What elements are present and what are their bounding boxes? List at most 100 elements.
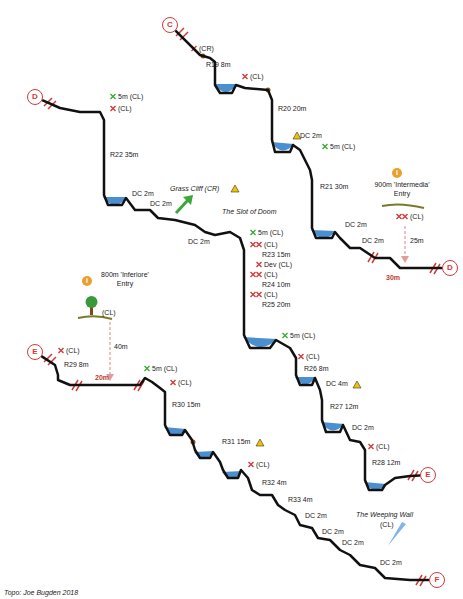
route-note: (CL) [410, 212, 424, 221]
route-note: (CL) [264, 270, 278, 279]
anchor-cross [251, 292, 256, 297]
natural-anchor [111, 94, 116, 99]
route-note: R21 30m [320, 182, 348, 191]
route-note: 900m 'Intermedia' Entry [370, 180, 434, 198]
route-note: Dev (CL) [264, 260, 292, 269]
route-note: DC 2m [132, 189, 154, 198]
route-note: R26 8m [304, 364, 329, 373]
anchor-cross [111, 106, 116, 111]
route-note: (CL) [306, 352, 320, 361]
route-note: The Weeping Wall [356, 510, 413, 519]
route-note: 5m (CL) [258, 228, 283, 237]
route-note: (CL) [376, 442, 390, 451]
route-note: 5m (CL) [290, 331, 315, 340]
natural-anchor [323, 144, 328, 149]
anchor-cross [257, 292, 262, 297]
route-note: (CL) [250, 72, 264, 81]
anchor-cross [59, 348, 64, 353]
route-note: 40m [114, 342, 128, 351]
route-note: Grass Cliff (CR) [170, 184, 219, 193]
route-note: 800m 'Inferiore' Entry [93, 270, 157, 288]
route-note: R23 15m [262, 250, 290, 259]
route-note: DC 4m [326, 379, 348, 388]
anchor-cross [171, 380, 176, 385]
anchor-cross [397, 214, 402, 219]
access-arrow-head [106, 256, 409, 381]
route-note: R29 8m [64, 360, 89, 369]
route-note: R20 20m [278, 104, 306, 113]
route-note: DC 2m [380, 558, 402, 567]
marker-letter: D [32, 93, 38, 101]
route-note: R31 15m [222, 437, 250, 446]
natural-anchor [251, 230, 256, 235]
route-note: DC 2m [305, 511, 327, 520]
anchor-cross [257, 272, 262, 277]
route-note: 20m [95, 373, 109, 382]
route-note: DC 2m [352, 423, 374, 432]
natural-anchor [145, 366, 150, 371]
anchor-cross [249, 462, 254, 467]
anchor-cross [369, 444, 374, 449]
route-note: (CL) [264, 290, 278, 299]
route-note: 25m [410, 236, 424, 245]
route-note: R28 12m [372, 458, 400, 467]
route-note: DC 2m [345, 220, 367, 229]
route-note: R33 4m [288, 495, 313, 504]
route-note: DC 2m [322, 527, 344, 536]
route-marker: E [27, 344, 43, 360]
red-hash [44, 28, 440, 586]
anchor-cross [243, 74, 248, 79]
marker-letter: D [447, 264, 453, 272]
anchor-cross [403, 214, 408, 219]
route-note: 5m (CL) [152, 364, 177, 373]
tree-icon [86, 296, 98, 315]
entry-ground [382, 204, 424, 208]
info-icon: i [392, 168, 402, 178]
info-icon: i [82, 276, 92, 286]
anchor-cross [251, 242, 256, 247]
anchor-dot [191, 54, 271, 445]
anchor-cross [299, 354, 304, 359]
route-marker: D [27, 89, 43, 105]
route-line [176, 31, 441, 268]
route-marker: E [420, 467, 436, 483]
anchor-cross [257, 262, 262, 267]
route-note: Topo: Joe Bugden 2018 [4, 588, 78, 597]
route-note: R24 10m [262, 280, 290, 289]
entry-ground [78, 316, 112, 319]
route-note: (CL) [380, 520, 394, 529]
route-note: R25 20m [262, 300, 290, 309]
marker-letter: C [167, 21, 173, 29]
anchor-cross [251, 272, 256, 277]
route-note: 5m (CL) [330, 142, 355, 151]
route-note: DC 2m [362, 236, 384, 245]
grass-cliff-arrow [176, 195, 193, 213]
warning-sign [231, 132, 361, 446]
marker-letter: E [32, 348, 37, 356]
route-note: (CL) [256, 460, 270, 469]
route-note: R30 15m [172, 400, 200, 409]
route-marker: C [162, 17, 178, 33]
marker-letter: E [425, 471, 430, 479]
route-note: DC 2m [150, 199, 172, 208]
route-note: (CL) [66, 346, 80, 355]
anchor-cross [257, 242, 262, 247]
route-note: The Slot of Doom [222, 207, 276, 216]
route-note: 5m (CL) [118, 92, 143, 101]
route-marker: F [429, 572, 445, 588]
route-note: (CL) [264, 240, 278, 249]
route-note: DC 2m [188, 237, 210, 246]
route-line [43, 100, 420, 490]
route-note: (CL) [118, 104, 132, 113]
route-note: DC 2m [300, 131, 322, 140]
route-note: R32 4m [262, 478, 287, 487]
route-note: (CL) [178, 378, 192, 387]
route-note: R22 35m [110, 150, 138, 159]
route-note: DC 2m [342, 538, 364, 547]
route-note: 30m [386, 273, 400, 282]
marker-letter: F [435, 576, 440, 584]
route-note: (CR) [199, 44, 214, 53]
route-note: R27 12m [330, 402, 358, 411]
